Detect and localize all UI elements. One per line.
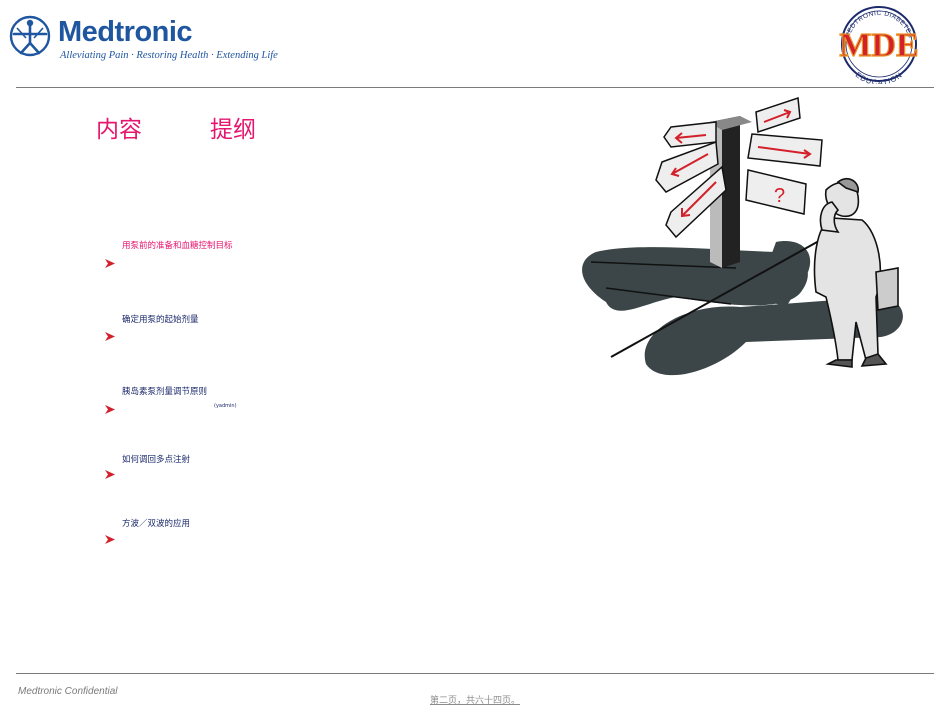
arrowhead-bullet-icon bbox=[105, 405, 115, 414]
slide-title-right: 提纲 bbox=[210, 117, 256, 143]
outline-item-3-note: (yadmin) bbox=[214, 403, 237, 409]
slide-title-left: 内容 bbox=[96, 117, 142, 143]
header-divider bbox=[16, 87, 934, 88]
outline-item-1: 用泵前的准备和血糖控制目标 bbox=[122, 241, 233, 251]
brand-tagline: Alleviating Pain · Restoring Health · Ex… bbox=[60, 50, 278, 61]
arrowhead-bullet-icon bbox=[105, 535, 115, 544]
arrowhead-bullet-icon bbox=[105, 259, 115, 268]
medtronic-figure-icon bbox=[9, 15, 51, 57]
confidential-label: Medtronic Confidential bbox=[18, 686, 118, 697]
outline-item-4: 如何调回多点注射 bbox=[122, 455, 191, 465]
medtronic-logo: Medtronic Alleviating Pain · Restoring H… bbox=[8, 14, 278, 64]
arrowhead-bullet-icon bbox=[105, 332, 115, 341]
outline-item-5: 方波／双波的应用 bbox=[122, 519, 191, 529]
footer-divider bbox=[16, 673, 934, 674]
svg-text:?: ? bbox=[774, 185, 785, 207]
arrowhead-bullet-icon bbox=[105, 470, 115, 479]
mde-badge: MEDTRONIC DIABETES EDUCATION MDE bbox=[830, 2, 928, 87]
brand-wordmark: Medtronic bbox=[58, 16, 193, 48]
signpost-decision-illustration: ? bbox=[582, 96, 903, 376]
outline-item-3: 胰岛素泵剂量调节原则 bbox=[122, 387, 208, 397]
page-number-link[interactable]: 第二页，共六十四页。 bbox=[429, 696, 520, 706]
mde-main-text: MDE bbox=[839, 27, 918, 64]
outline-item-2: 确定用泵的起始剂量 bbox=[122, 315, 199, 325]
